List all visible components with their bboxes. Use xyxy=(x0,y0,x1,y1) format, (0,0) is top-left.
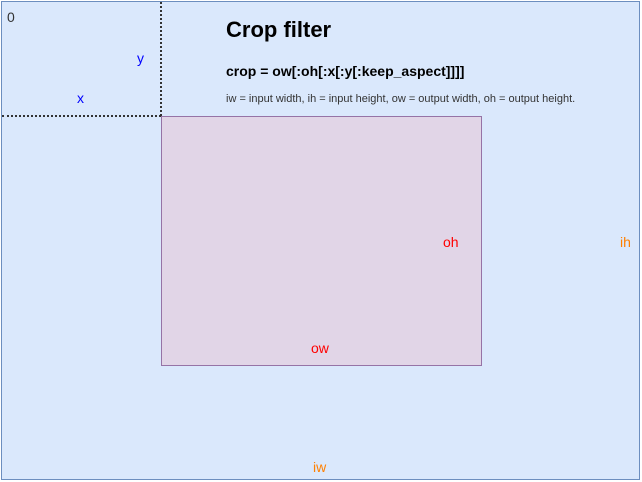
origin-label: 0 xyxy=(7,9,15,25)
x-offset-label: x xyxy=(77,90,84,106)
output-width-label: ow xyxy=(311,340,329,356)
y-offset-guide xyxy=(160,2,162,116)
output-height-label: oh xyxy=(443,234,459,250)
y-offset-label: y xyxy=(137,50,144,66)
crop-syntax: crop = ow[:oh[:x[:y[:keep_aspect]]]] xyxy=(226,63,465,79)
input-width-label: iw xyxy=(313,459,327,475)
abbreviation-legend: iw = input width, ih = input height, ow … xyxy=(226,93,576,105)
input-height-label: ih xyxy=(620,234,631,250)
diagram-title: Crop filter xyxy=(226,17,332,42)
x-offset-guide xyxy=(2,115,161,117)
output-frame xyxy=(161,116,482,366)
